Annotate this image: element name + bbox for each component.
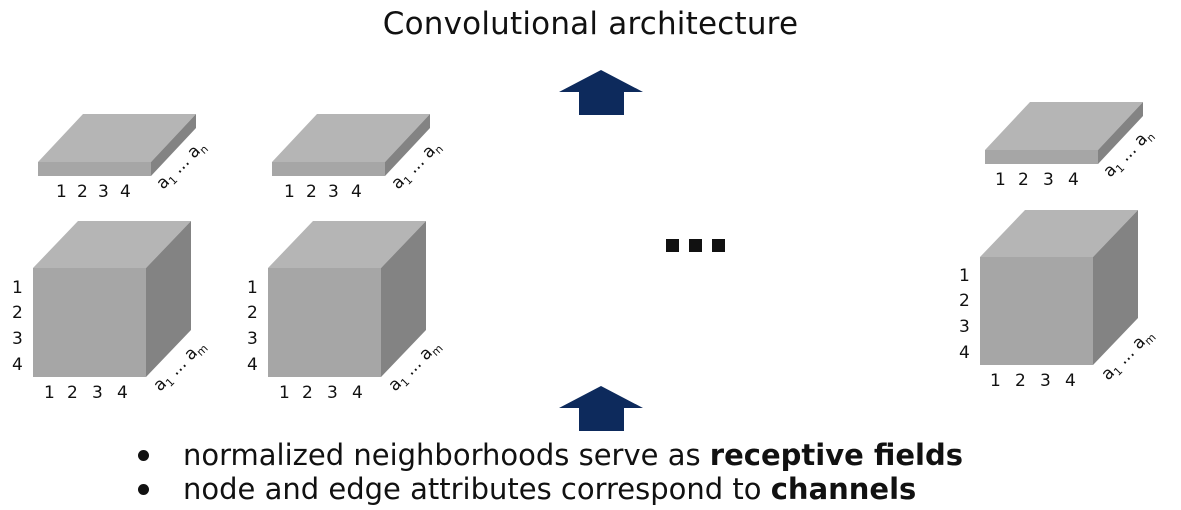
bullet-plain-text: node and edge attributes correspond to <box>183 472 771 506</box>
col-label: 1 <box>44 383 55 403</box>
bullet-item: node and edge attributes correspond to c… <box>138 472 963 506</box>
col-label: 2 <box>77 182 88 202</box>
ellipsis-marker <box>666 239 725 252</box>
col-label: 4 <box>120 182 131 202</box>
col-label: 1 <box>279 383 290 403</box>
col-label: 3 <box>98 182 109 202</box>
receptive-field-2: 1 2 3 4 1 2 3 4 1 2 3 4 a1...an a1...am <box>247 114 446 403</box>
receptive-field-k: 1 2 3 4 1 2 3 4 1 2 3 4 a1...an a1...am <box>959 102 1159 391</box>
bullet-text: normalized neighborhoods serve as recept… <box>183 438 963 472</box>
slab-column-labels: 1 2 3 4 <box>56 182 131 202</box>
col-label: 3 <box>328 182 339 202</box>
cube-column-labels: 1 2 3 4 <box>279 383 363 403</box>
bullet-icon <box>138 449 149 461</box>
cube-column-labels: 1 2 3 4 <box>44 383 128 403</box>
col-label: 1 <box>56 182 67 202</box>
col-label: 4 <box>1068 170 1079 190</box>
row-label: 2 <box>959 291 970 311</box>
row-label: 1 <box>12 278 23 298</box>
bullet-item: normalized neighborhoods serve as recept… <box>138 438 963 472</box>
bullet-text: node and edge attributes correspond to c… <box>183 472 916 506</box>
col-label: 1 <box>990 371 1001 391</box>
cube-row-labels: 1 2 3 4 <box>12 278 23 375</box>
cube-column-labels: 1 2 3 4 <box>990 371 1076 391</box>
slab-column-labels: 1 2 3 4 <box>995 170 1079 190</box>
col-label: 3 <box>327 383 338 403</box>
col-label: 3 <box>1040 371 1051 391</box>
slab-column-labels: 1 2 3 4 <box>284 182 362 202</box>
row-label: 3 <box>247 329 258 349</box>
col-label: 2 <box>67 383 78 403</box>
row-label: 2 <box>12 303 23 323</box>
col-label: 2 <box>1015 371 1026 391</box>
bullet-list: normalized neighborhoods serve as recept… <box>138 438 963 506</box>
bullet-bold-text: channels <box>770 472 917 506</box>
col-label: 3 <box>92 383 103 403</box>
col-label: 1 <box>995 170 1006 190</box>
col-label: 3 <box>1043 170 1054 190</box>
col-label: 2 <box>1018 170 1029 190</box>
row-label: 2 <box>247 303 258 323</box>
col-label: 4 <box>117 383 128 403</box>
node-attribute-slab <box>272 114 430 176</box>
col-label: 2 <box>306 182 317 202</box>
bullet-bold-text: receptive fields <box>709 438 963 472</box>
edge-attribute-cube <box>33 221 191 377</box>
diagram-title: Convolutional architecture <box>382 6 799 42</box>
edge-attribute-cube <box>980 210 1138 365</box>
row-label: 1 <box>959 266 970 286</box>
col-label: 2 <box>302 383 313 403</box>
col-label: 4 <box>352 383 363 403</box>
col-label: 4 <box>1065 371 1076 391</box>
up-arrow-bottom <box>559 386 643 431</box>
cube-row-labels: 1 2 3 4 <box>959 266 970 363</box>
row-label: 4 <box>247 355 258 375</box>
row-label: 1 <box>247 278 258 298</box>
row-label: 4 <box>12 355 23 375</box>
node-attribute-slab <box>985 102 1143 164</box>
bullet-plain-text: normalized neighborhoods serve as <box>183 438 710 472</box>
col-label: 1 <box>284 182 295 202</box>
receptive-field-1: 1 2 3 4 1 2 3 4 1 2 3 4 a1...an a1...am <box>12 114 211 403</box>
col-label: 4 <box>351 182 362 202</box>
up-arrow-top <box>559 70 643 115</box>
row-label: 3 <box>959 317 970 337</box>
edge-attribute-cube <box>268 221 426 377</box>
row-label: 3 <box>12 329 23 349</box>
row-label: 4 <box>959 343 970 363</box>
bullet-icon <box>138 483 149 495</box>
node-attribute-slab <box>38 114 196 176</box>
cube-row-labels: 1 2 3 4 <box>247 278 258 375</box>
